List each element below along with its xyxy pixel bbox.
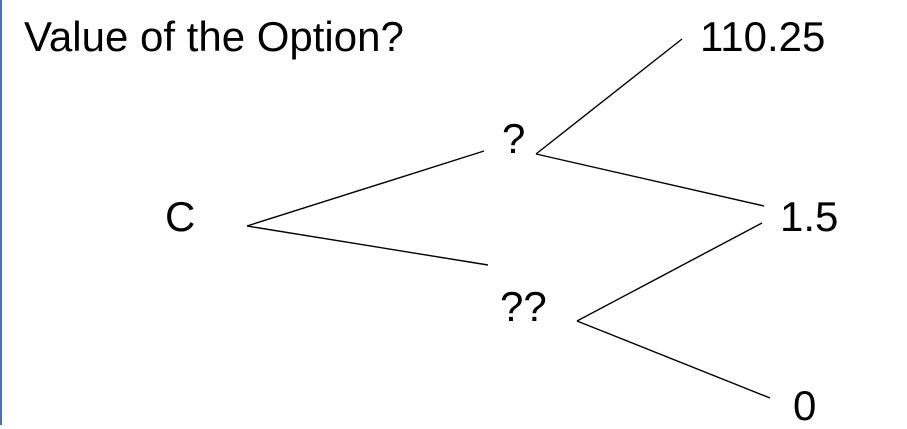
edge-down-updown <box>576 222 763 322</box>
tree-node-up: ? <box>502 115 526 162</box>
edge-root-down <box>246 225 489 266</box>
tree-node-down: ?? <box>500 283 547 330</box>
edge-root-up <box>246 150 485 227</box>
edge-up-updown <box>535 153 765 207</box>
edge-up-upup <box>535 38 683 155</box>
tree-node-root: C <box>165 193 196 240</box>
tree-leaf-up-up: 110.25 <box>700 13 826 60</box>
tree-leaf-up-down: 1.5 <box>780 193 839 240</box>
edge-down-downdown <box>576 320 771 399</box>
tree-leaf-down-down: 0 <box>793 382 817 429</box>
slide-title: Value of the Option? <box>24 13 404 60</box>
